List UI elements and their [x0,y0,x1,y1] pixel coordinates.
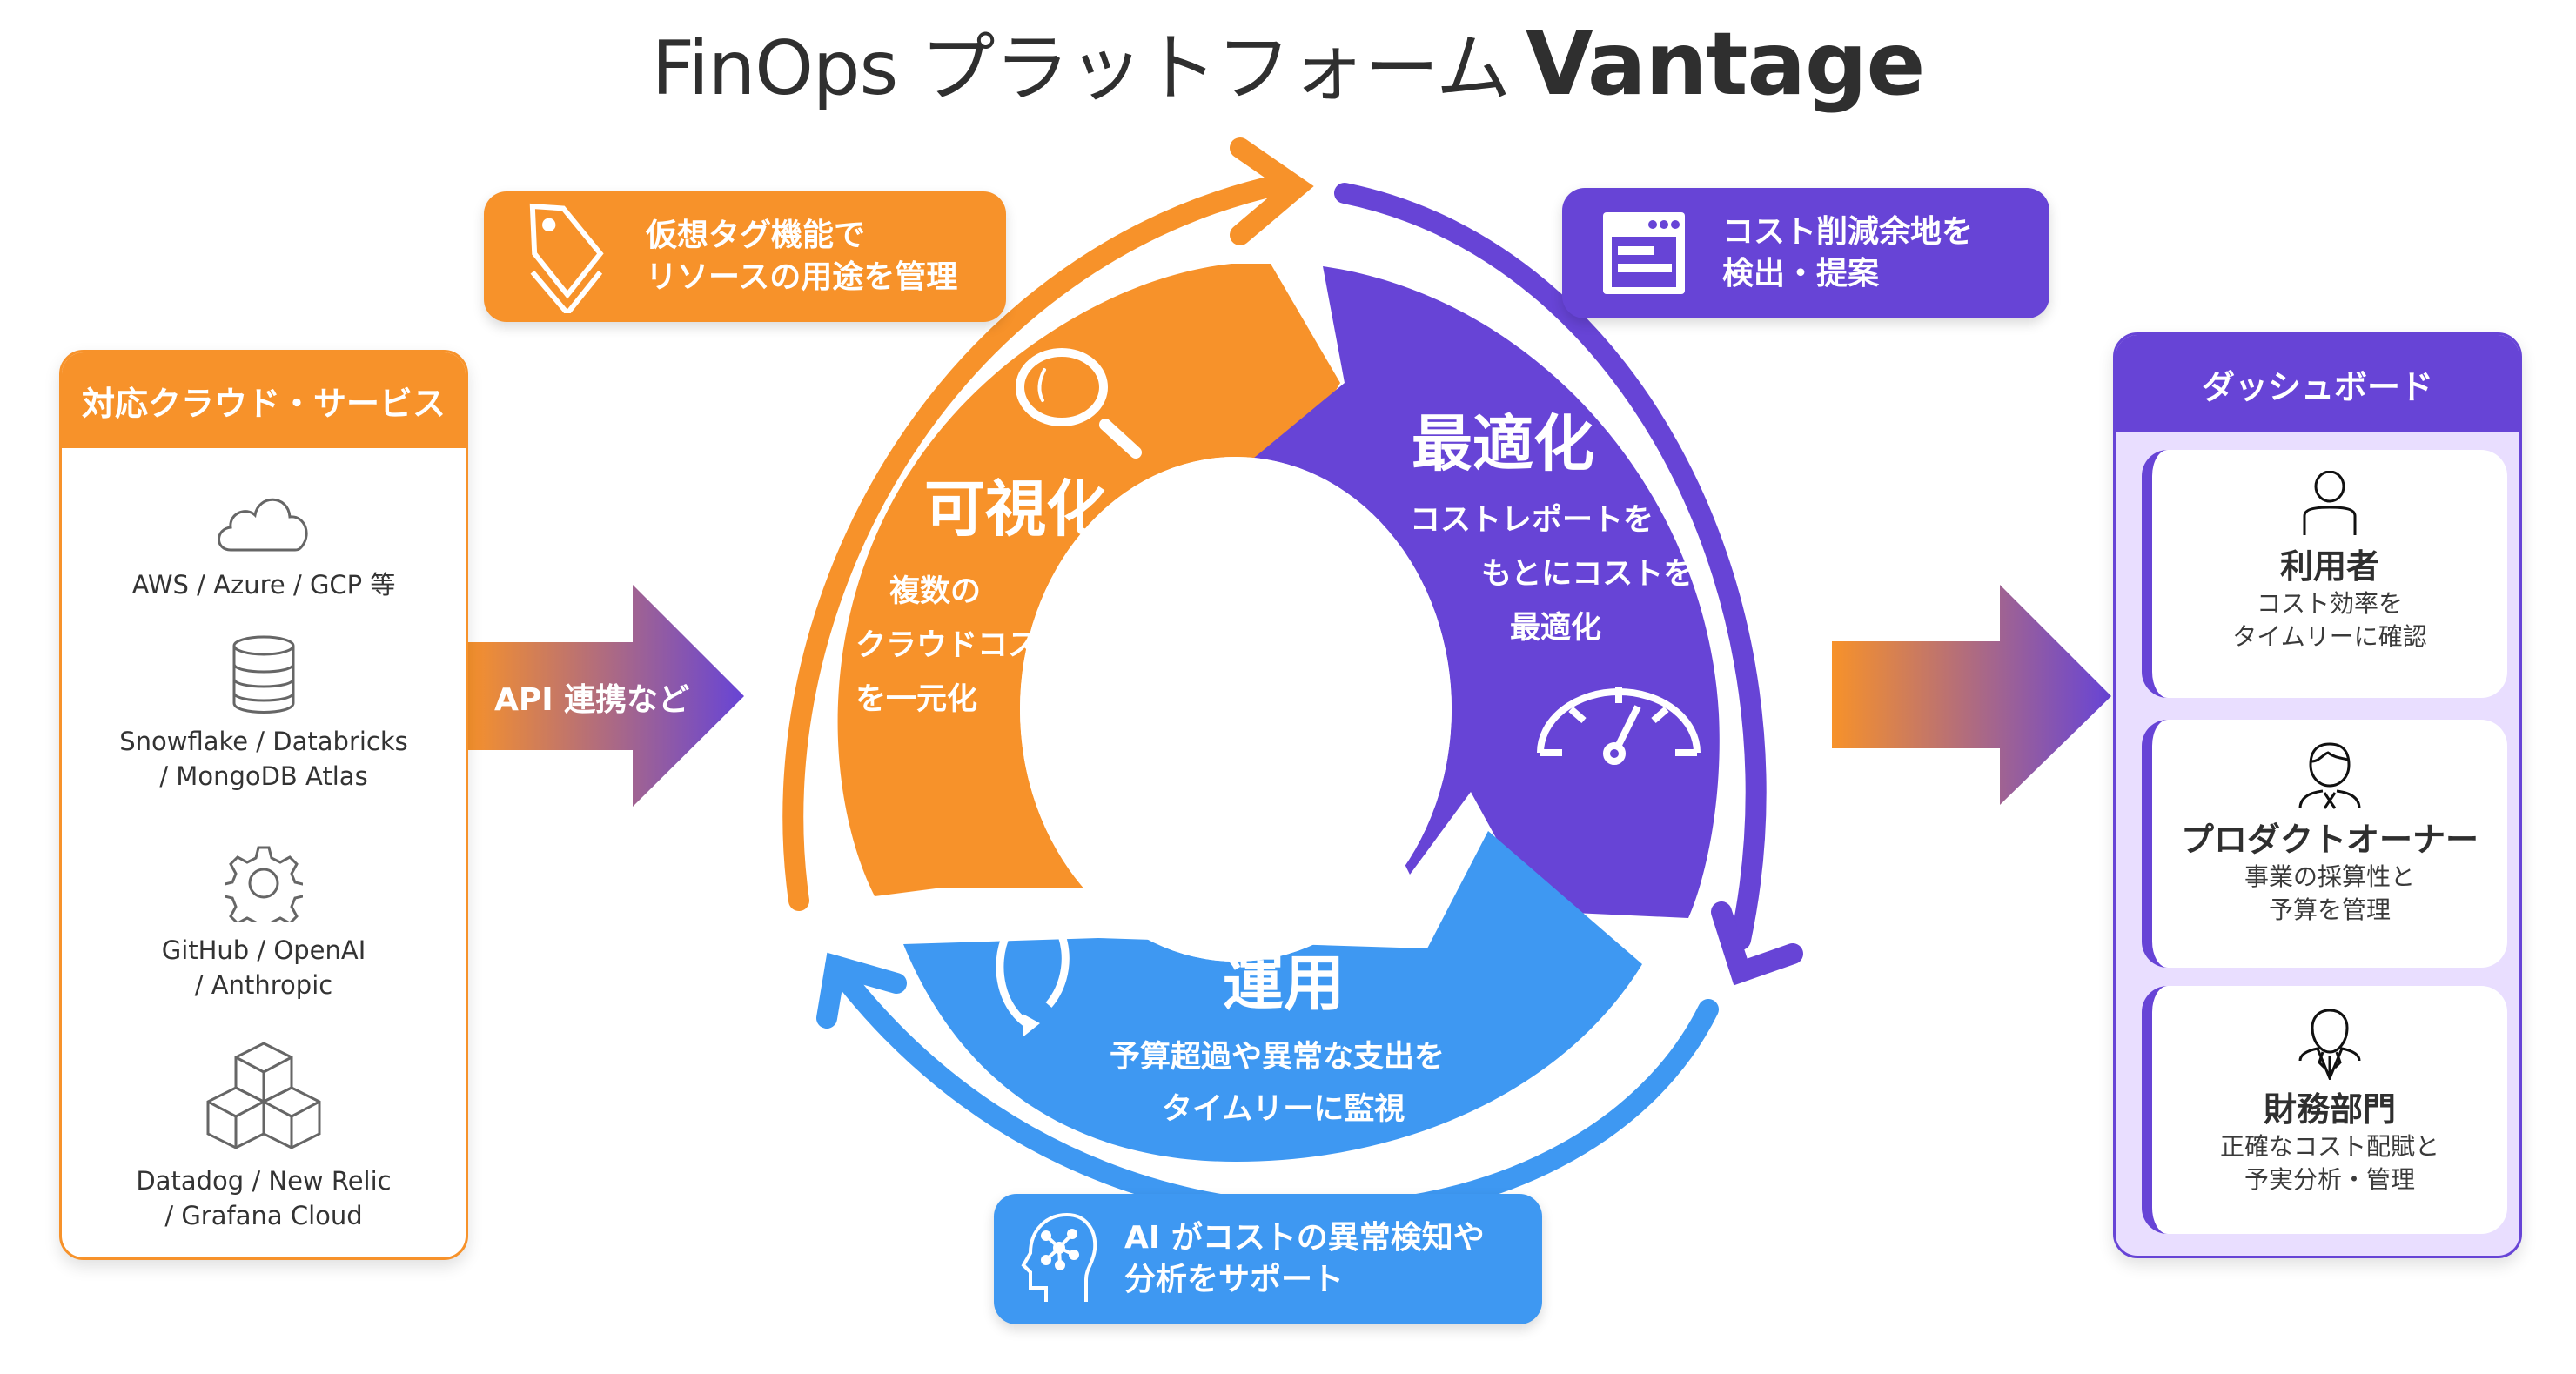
supported-services-header: 対応クラウド・サービス [62,352,466,448]
optimize-desc-line2: もとにコストを [1481,557,1694,592]
virtual-tag-callout: 仮想タグ機能で リソースの用途を管理 [484,191,1006,322]
service-label: / Anthropic [194,970,333,1000]
service-item: Datadog / New Relic / Grafana Cloud [62,1040,466,1233]
cloud-icon [218,498,308,552]
dashboard-card: ダッシュボード 利用者 コスト効率を タイムリーに確認 プロダクトオーナー 事業… [2113,332,2522,1258]
service-label: GitHub / OpenAI [161,935,366,965]
role-desc: 予実分析・管理 [2244,1165,2415,1194]
operate-desc-line2: タイムリーに監視 [1162,1092,1405,1127]
purple-cycle-arrow [1334,183,1767,950]
browser-window-icon [1603,212,1685,294]
operate-title: 運用 [1223,948,1345,1019]
supported-services-card: 対応クラウド・サービス AWS / Azure / GCP 等 Snowflak… [59,350,468,1260]
title-prefix: FinOps プラットフォーム [651,25,1511,112]
user-icon [2303,471,2357,535]
magnifier-icon [1016,348,1142,459]
businessman-icon [2298,742,2361,809]
service-item: GitHub / OpenAI / Anthropic [62,844,466,1002]
role-card-product-owner: プロダクトオーナー 事業の採算性と 予算を管理 [2142,720,2507,968]
service-label: Datadog / New Relic [136,1166,392,1196]
gear-icon [225,846,303,922]
optimize-title: 最適化 [1412,408,1594,479]
role-card-user: 利用者 コスト効率を タイムリーに確認 [2142,450,2507,698]
api-arrow [466,585,744,807]
database-icon [232,635,295,714]
optimize-desc-line3: 最適化 [1510,611,1602,646]
api-arrow-label: API 連携など [494,682,690,718]
blue-arrowhead [816,952,907,1029]
service-item: AWS / Azure / GCP 等 [62,487,466,602]
orange-cycle-arrow [782,174,1290,911]
role-desc: 正確なコスト配賦と [2219,1132,2439,1161]
tag-icon [529,203,604,313]
service-label: / MongoDB Atlas [159,761,368,791]
callout-text: コスト削減余地を [1722,214,1974,250]
role-title: 財務部門 [2263,1090,2396,1129]
callout-text: 分析をサポート [1124,1262,1345,1297]
speedometer-icon [1537,687,1701,765]
refresh-icon [996,895,1070,1037]
role-desc: コスト効率を [2256,589,2403,618]
purple-arrowhead [1711,901,1803,986]
service-label: / Grafana Cloud [164,1201,363,1230]
role-desc: 予算を管理 [2268,895,2391,924]
title-brand: Vantage [1526,13,1925,115]
role-title: 利用者 [2279,547,2379,586]
operate-segment [903,831,1642,1162]
service-label: Snowflake / Databricks [119,727,408,756]
operate-desc-line1: 予算超過や異常な支出を [1110,1040,1446,1075]
optimize-segment [1218,266,1720,918]
service-label: AWS / Azure / GCP 等 [131,570,396,600]
output-arrow [1832,585,2111,805]
executive-icon [2298,1009,2361,1080]
visualize-title: 可視化 [924,473,1107,545]
callout-text: AI がコストの異常検知や [1124,1220,1485,1256]
cost-savings-callout: コスト削減余地を 検出・提案 [1562,188,2049,318]
service-item: Snowflake / Databricks / MongoDB Atlas [62,635,466,794]
visualize-desc-line1: 複数の [889,574,982,609]
role-card-finance: 財務部門 正確なコスト配賦と 予実分析・管理 [2142,986,2507,1234]
center-hole [1020,457,1452,962]
role-title: プロダクトオーナー [2180,821,2479,859]
callout-text: 検出・提案 [1722,256,1880,292]
callout-text: 仮想タグ機能で [646,218,866,253]
role-desc: 事業の採算性と [2244,862,2415,891]
visualize-desc-line3: を一元化 [855,682,978,717]
dashboard-header: ダッシュボード [2116,335,2519,432]
visualize-desc-line2: クラウドコスト [855,628,1070,663]
role-desc: タイムリーに確認 [2232,622,2427,651]
optimize-desc-line1: コストレポートを [1410,503,1654,538]
ai-support-callout: AI がコストの異常検知や 分析をサポート [994,1194,1542,1324]
cubes-icon [206,1042,321,1149]
callout-text: リソースの用途を管理 [646,259,958,295]
ai-head-icon [1021,1212,1097,1302]
orange-arrowhead [1230,137,1314,245]
